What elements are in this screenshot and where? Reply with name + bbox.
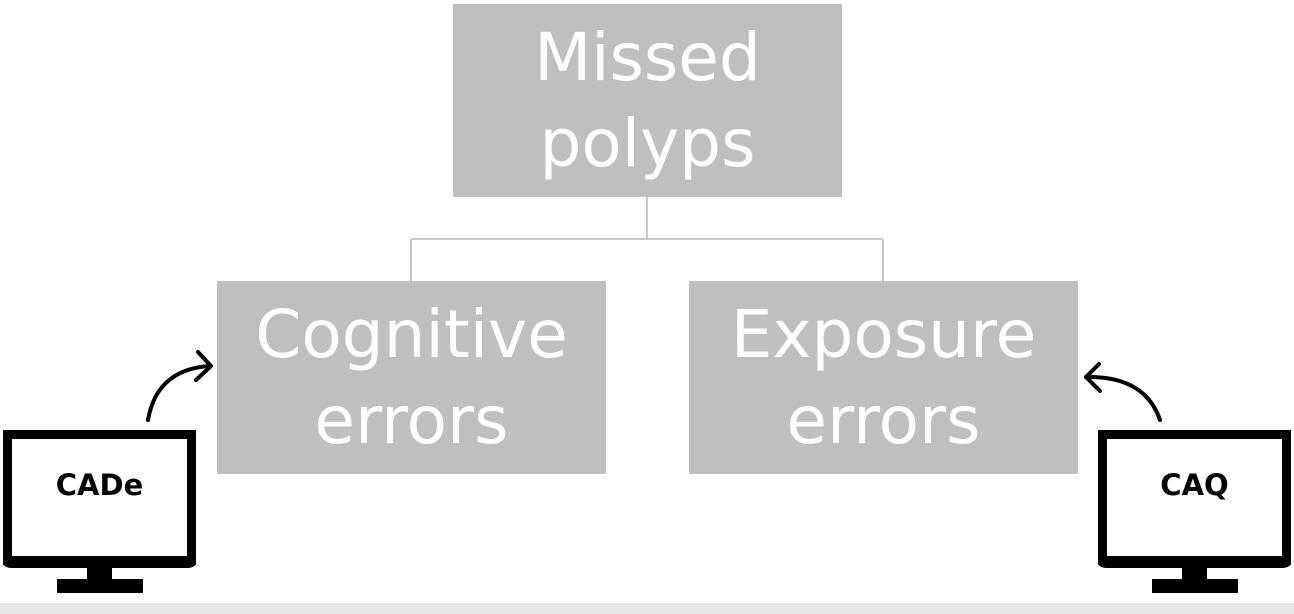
- arrow-head-right-icon: [1084, 362, 1102, 393]
- caq-monitor: CAQ: [1095, 427, 1294, 596]
- cade-monitor: CADe: [0, 427, 199, 596]
- node-cognitive-errors-line-2: errors: [314, 381, 509, 459]
- bottom-divider: [0, 603, 1294, 614]
- arrow-to-exposure-icon: [1084, 374, 1162, 422]
- node-missed-polyps: Missed polyps: [453, 4, 842, 197]
- node-cognitive-errors-line-1: Cognitive: [255, 295, 568, 373]
- monitor-icon: [0, 427, 199, 593]
- arrow-head-left-icon: [194, 350, 213, 382]
- node-missed-polyps-line-2: polyps: [539, 104, 756, 182]
- monitor-icon: [1095, 427, 1294, 593]
- node-exposure-errors: Exposure errors: [689, 281, 1078, 474]
- cade-label: CADe: [55, 468, 144, 502]
- arrow-to-cognitive-icon: [146, 364, 212, 422]
- node-missed-polyps-line-1: Missed: [534, 18, 761, 96]
- node-exposure-errors-line-2: errors: [786, 381, 981, 459]
- node-cognitive-errors: Cognitive errors: [217, 281, 606, 474]
- caq-label: CAQ: [1160, 468, 1229, 502]
- node-exposure-errors-line-1: Exposure: [730, 295, 1037, 373]
